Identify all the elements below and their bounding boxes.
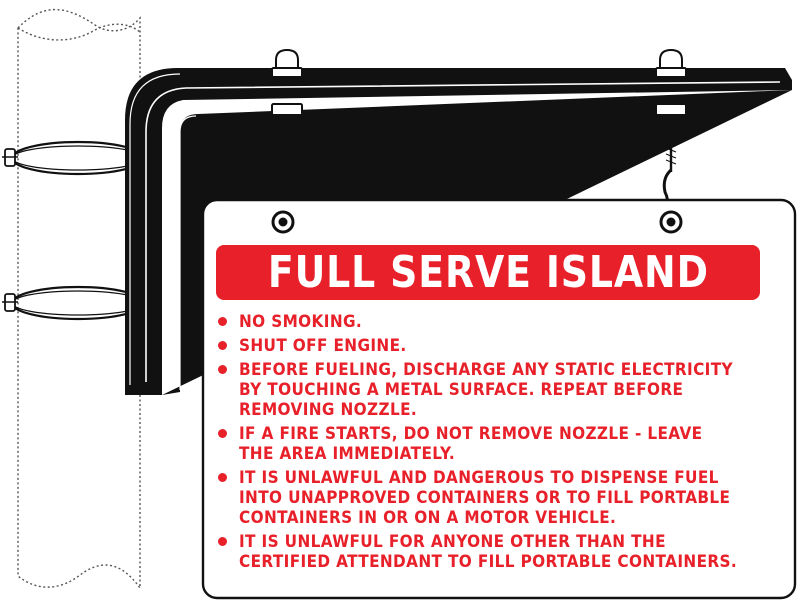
sign-title-bar: FULL SERVE ISLAND [216,245,760,300]
safety-rule-line: SHUT OFF ENGINE. [239,336,407,356]
safety-rule-line: CONTAINERS IN OR ON A MOTOR VEHICLE. [239,508,617,528]
safety-rule-line: INTO UNAPPROVED CONTAINERS OR TO FILL PO… [239,488,731,508]
pole-clamp-upper [2,140,146,176]
safety-rule-line: NO SMOKING. [239,312,363,332]
safety-rule-line: IT IS UNLAWFUL AND DANGEROUS TO DISPENSE… [239,468,719,488]
safety-rule-line: BEFORE FUELING, DISCHARGE ANY STATIC ELE… [239,360,733,380]
safety-rule: IT IS UNLAWFUL FOR ANYONE OTHER THAN THE… [217,532,783,572]
bullet-icon [218,365,227,374]
pole [17,8,141,591]
bullet-icon [218,473,227,482]
safety-rule: IF A FIRE STARTS, DO NOT REMOVE NOZZLE -… [217,424,783,464]
safety-rule-line: CERTIFIED ATTENDANT TO FILL PORTABLE CON… [239,552,738,572]
safety-rule-line: IF A FIRE STARTS, DO NOT REMOVE NOZZLE -… [239,424,703,444]
bullet-icon [218,317,227,326]
sign-title: FULL SERVE ISLAND [267,246,709,298]
pole-clamp-lower [2,285,146,321]
safety-rule-line: THE AREA IMMEDIATELY. [239,444,456,464]
sign-content: FULL SERVE ISLAND NO SMOKING. SHUT OFF EN… [203,200,795,598]
safety-rules-list: NO SMOKING. SHUT OFF ENGINE. BEFORE FUELIN… [217,312,783,576]
bullet-icon [218,429,227,438]
safety-rule: SHUT OFF ENGINE. [217,336,783,356]
safety-rule: NO SMOKING. [217,312,783,332]
bullet-icon [218,537,227,546]
safety-rule: BEFORE FUELING, DISCHARGE ANY STATIC ELE… [217,360,783,420]
bullet-icon [218,341,227,350]
safety-rule-line: REMOVING NOZZLE. [239,400,418,420]
safety-rule-line: IT IS UNLAWFUL FOR ANYONE OTHER THAN THE [239,532,666,552]
safety-rule-line: BY TOUCHING A METAL SURFACE. REPEAT BEFO… [239,380,684,400]
safety-rule: IT IS UNLAWFUL AND DANGEROUS TO DISPENSE… [217,468,783,528]
